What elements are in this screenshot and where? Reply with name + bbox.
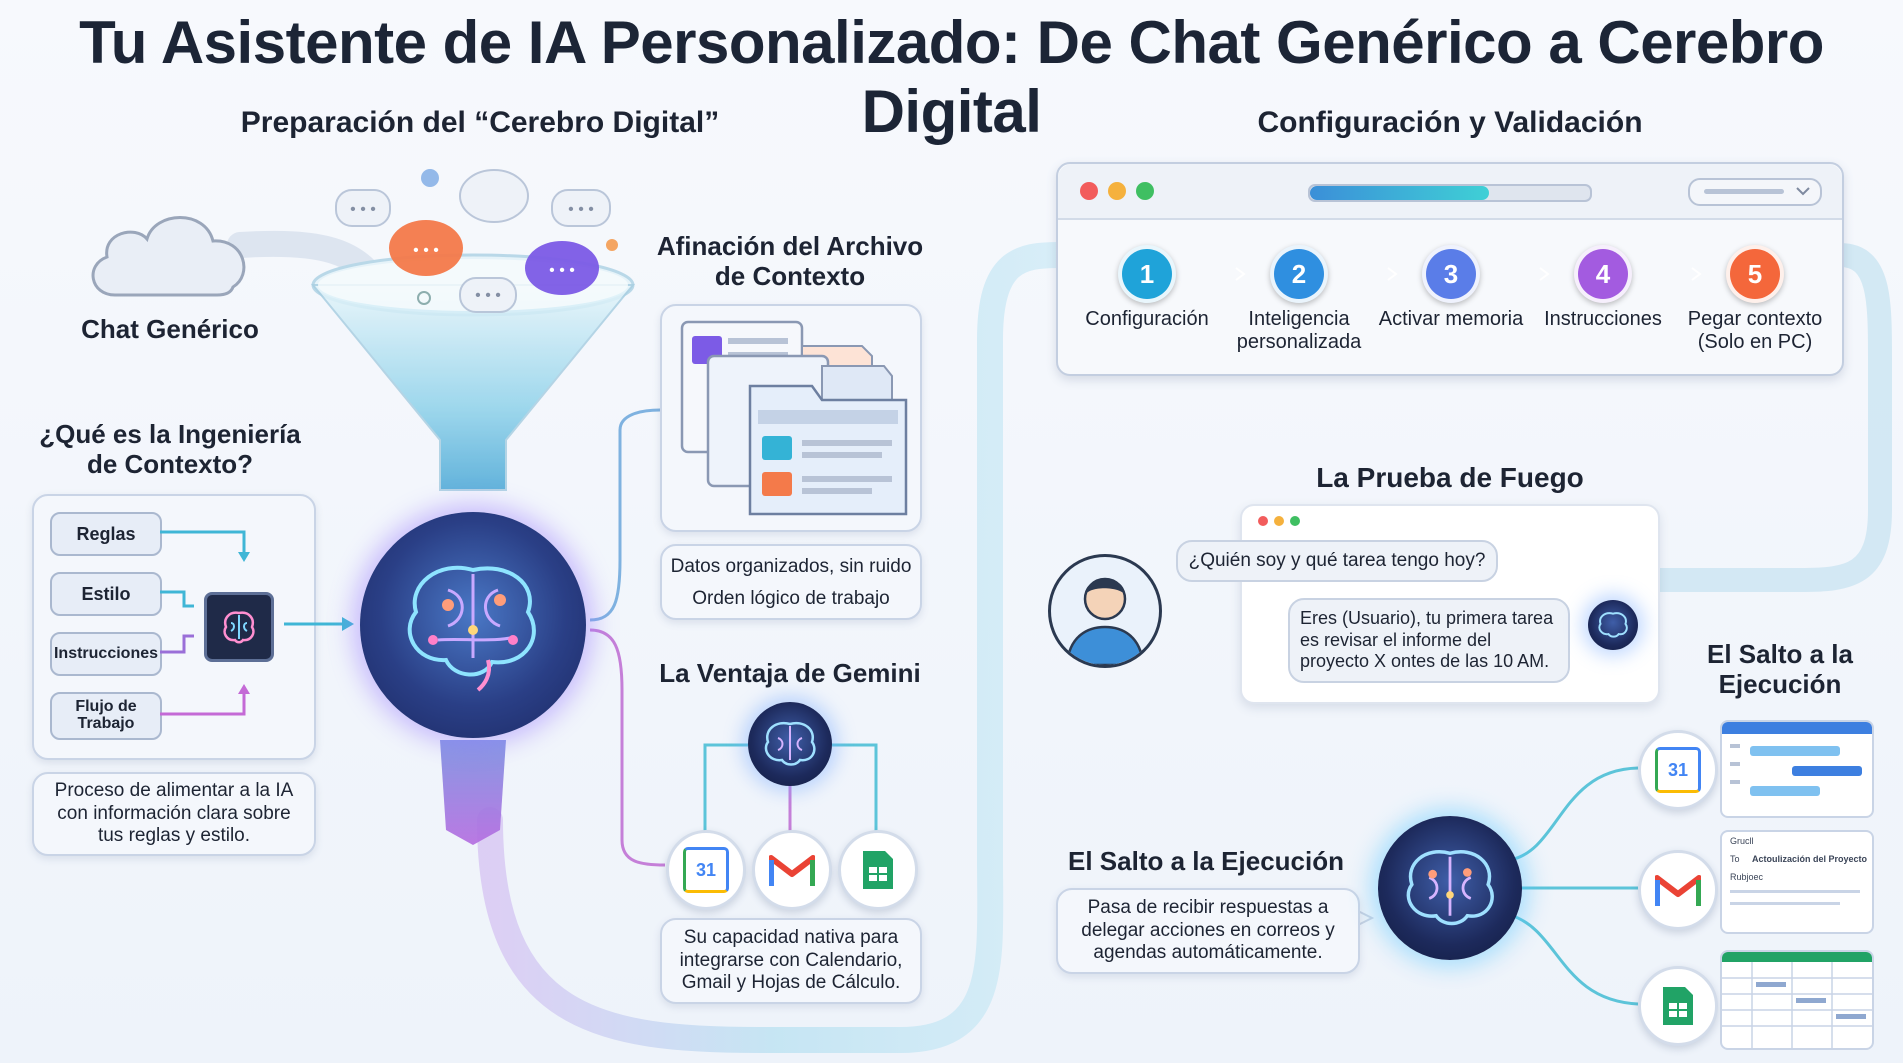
- gemini-caption: Su capacidad nativa para integrarse con …: [679, 927, 903, 994]
- mail-from: Grucll: [1730, 836, 1754, 846]
- user-avatar: [1048, 554, 1162, 668]
- close-dot-icon[interactable]: [1080, 182, 1098, 200]
- chat-generico-label: Chat Genérico: [81, 314, 259, 344]
- exec-side-heading: El Salto a la Ejecución: [1707, 639, 1853, 699]
- to-funnel-arrow: [300, 617, 354, 631]
- svg-text:• • •: • • •: [413, 242, 439, 259]
- exec-sheets-icon: [1638, 966, 1718, 1046]
- chevron-down-icon: [1796, 187, 1810, 196]
- svg-text:• • •: • • •: [549, 262, 575, 279]
- input-estilo: Estilo: [50, 572, 162, 616]
- gemini-heading: La Ventaja de Gemini: [659, 658, 921, 688]
- archivo-card: [660, 304, 922, 532]
- sheets-icon: [838, 830, 918, 910]
- step-1-number: 1: [1118, 245, 1176, 303]
- question-bubble: ¿Quién soy y qué tarea tengo hoy?: [1176, 540, 1498, 582]
- exec-caption-card: Pasa de recibir respuestas a delegar acc…: [1056, 888, 1360, 974]
- step-5-label: Pegar contexto (Solo en PC): [1687, 308, 1823, 353]
- chat-bubbles: • • • • • • • • • • • • • • •: [335, 169, 618, 313]
- answer-bubble: Eres (Usuario), tu primera tarea es revi…: [1288, 598, 1570, 683]
- folders-icon: [680, 320, 908, 516]
- input-instrucciones: Instrucciones: [50, 632, 162, 676]
- calendar-preview: [1720, 720, 1874, 818]
- svg-text:• • •: • • •: [475, 287, 501, 304]
- step-5-number: 5: [1726, 245, 1784, 303]
- step-4-label: Instrucciones: [1544, 308, 1662, 330]
- answer-text: Eres (Usuario), tu primera tarea es revi…: [1300, 608, 1554, 672]
- step-3-number: 3: [1422, 245, 1480, 303]
- calendar-icon: 31: [666, 830, 746, 910]
- context-inputs-card: Reglas Estilo Instrucciones Flujo de Tra…: [32, 494, 316, 760]
- question-text: ¿Quién soy y qué tarea tengo hoy?: [1188, 549, 1486, 571]
- step-4-number: 4: [1574, 245, 1632, 303]
- mail-preview: Grucll To Actoulización del Proyecto Rub…: [1720, 830, 1874, 934]
- progress-fill: [1310, 186, 1490, 200]
- mail-subject: Actoulización del Proyecto: [1752, 854, 1868, 864]
- exec-heading: El Salto a la Ejecución: [1068, 846, 1344, 876]
- sheet-preview: [1720, 950, 1874, 1050]
- step-2-label: Inteligencia personalizada: [1236, 308, 1362, 353]
- archivo-line-2: Orden lógico de trabajo: [692, 588, 890, 609]
- mail-body: Rubjoec: [1730, 872, 1764, 882]
- preparacion-heading: Preparación del “Cerebro Digital”: [240, 106, 720, 139]
- archivo-line-1: Datos organizados, sin ruido: [670, 556, 912, 577]
- gmail-icon: [752, 830, 832, 910]
- step-2-number: 2: [1270, 245, 1328, 303]
- gemini-brain-icon: [748, 702, 832, 786]
- svg-text:• • •: • • •: [350, 201, 376, 218]
- assistant-brain-icon: [1588, 600, 1638, 650]
- step-1-label: Configuración: [1085, 308, 1209, 330]
- calendar-number: 31: [683, 847, 729, 893]
- config-window: 1 2 3 4 5 Configuración Inteligencia per…: [1056, 162, 1844, 376]
- dropdown-control[interactable]: [1688, 178, 1822, 206]
- gemini-caption-card: Su capacidad nativa para integrarse con …: [660, 918, 922, 1004]
- minimize-dot-icon[interactable]: [1108, 182, 1126, 200]
- exec-calendar-number: 31: [1655, 747, 1701, 793]
- step-3-label: Activar memoria: [1378, 308, 1524, 330]
- config-heading: Configuración y Validación: [1257, 106, 1643, 139]
- maximize-dot-icon[interactable]: [1136, 182, 1154, 200]
- exec-brain-icon: [1378, 816, 1522, 960]
- exec-gmail-icon: [1638, 850, 1718, 930]
- contexto-heading: ¿Qué es la Ingeniería de Contexto?: [39, 419, 301, 479]
- context-caption-card: Proceso de alimentar a la IA con informa…: [32, 772, 316, 856]
- context-caption: Proceso de alimentar a la IA con informa…: [54, 780, 294, 847]
- archivo-heading: Afinación del Archivo de Contexto: [656, 231, 924, 291]
- input-flujo: Flujo de Trabajo: [50, 692, 162, 740]
- cloud-icon: [91, 216, 246, 297]
- progress-bar: [1308, 184, 1592, 202]
- funnel-brain-icon: [360, 512, 586, 738]
- archivo-notes-card: Datos organizados, sin ruido Orden lógic…: [660, 544, 922, 620]
- mail-to-label: To: [1730, 854, 1740, 864]
- exec-caption: Pasa de recibir respuestas a delegar acc…: [1081, 897, 1335, 964]
- chip-brain-icon: [204, 592, 274, 662]
- input-reglas: Reglas: [50, 512, 162, 556]
- page-title: Tu Asistente de IA Personalizado: De Cha…: [79, 9, 1824, 145]
- svg-text:• • •: • • •: [568, 201, 594, 218]
- test-heading: La Prueba de Fuego: [1316, 462, 1584, 493]
- input-arrows: [160, 530, 314, 716]
- exec-calendar-icon: 31: [1638, 730, 1718, 810]
